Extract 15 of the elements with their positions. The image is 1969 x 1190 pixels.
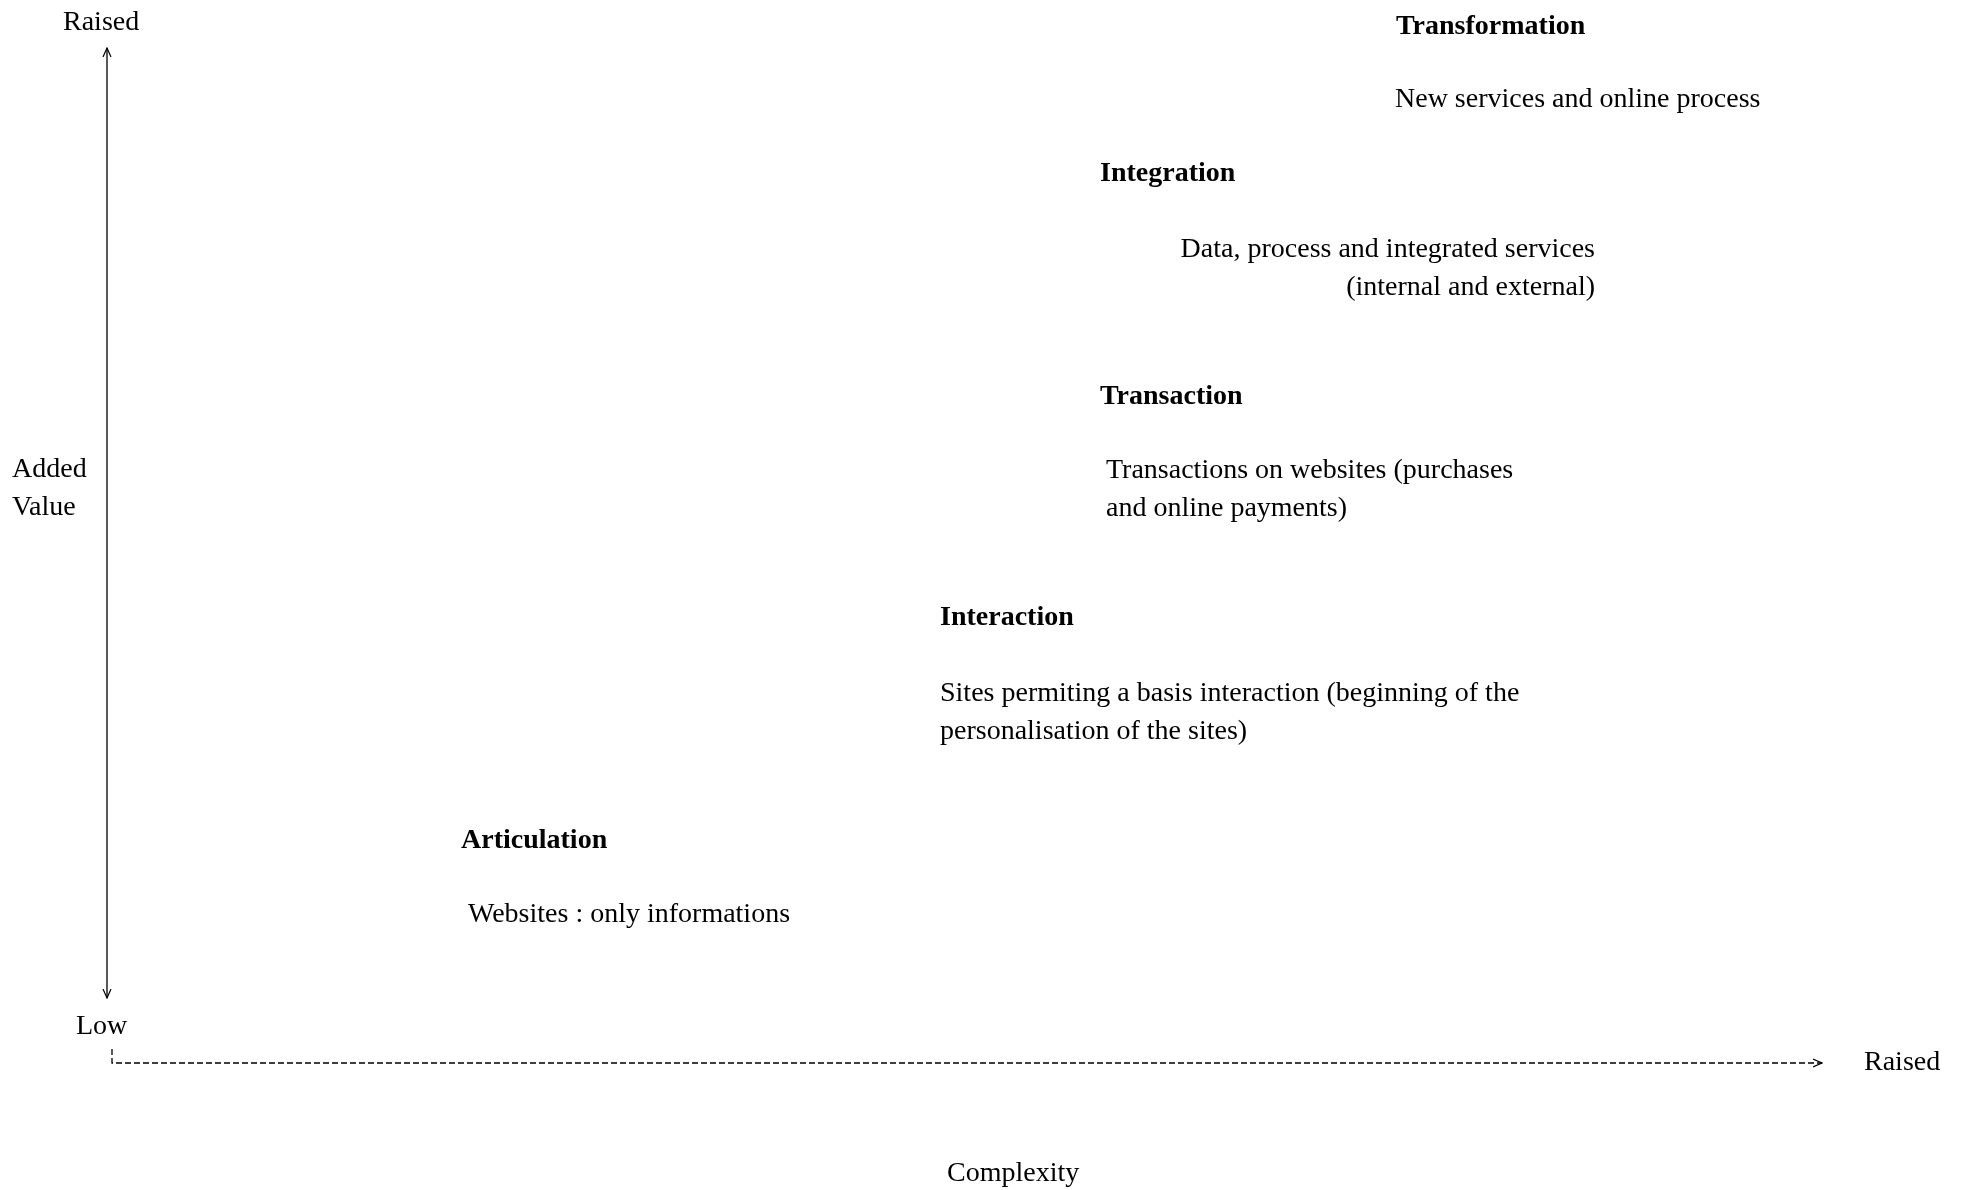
axis-label: Added Value [12, 451, 88, 523]
stage-description: New services and online process [1395, 81, 1761, 115]
stage-description: Sites permiting a basis interaction (beginning of the personalisation of the sites) [940, 675, 1521, 747]
stage-heading: Articulation [461, 822, 608, 856]
axis-label: Raised [63, 4, 140, 38]
stage-description: Websites : only informations [468, 896, 791, 930]
stage-heading: Integration [1100, 155, 1236, 189]
stage-heading: Transaction [1100, 378, 1243, 412]
axis-label: Raised [1864, 1044, 1941, 1078]
stage-description: Transactions on websites (purchases and online payments) [1106, 452, 1515, 524]
axis-title: Complexity [947, 1155, 1080, 1189]
stage-heading: Transformation [1396, 8, 1586, 42]
axis-label: Low [76, 1008, 128, 1042]
stage-description: Data, process and integrated services (internal and external) [1179, 231, 1595, 303]
stage-heading: Interaction [940, 599, 1074, 633]
